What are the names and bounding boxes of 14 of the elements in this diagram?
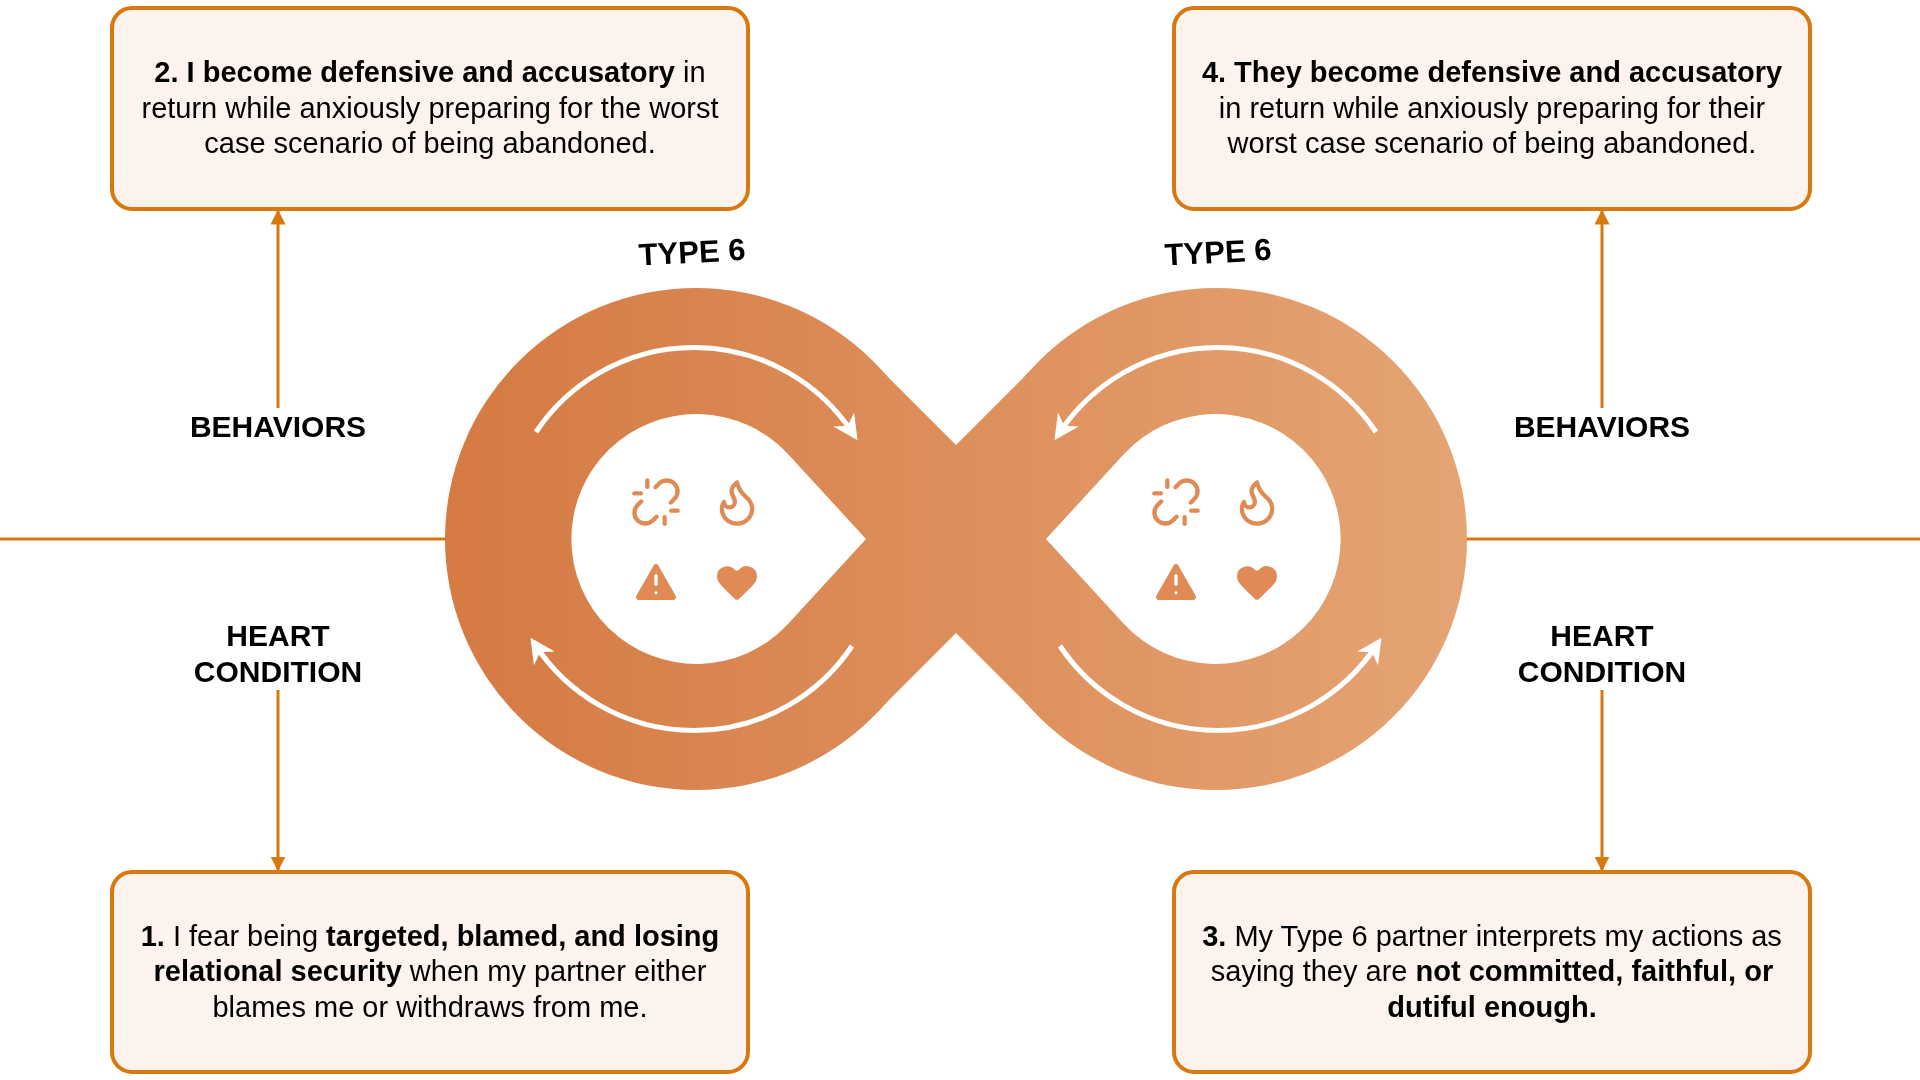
text-card: 3. My Type 6 partner interprets my actions as saying they are not committed, faithful, or dutiful enough. xyxy=(1172,870,1812,1074)
section-heading: BEHAVIORS xyxy=(1487,408,1717,446)
arrow xyxy=(1594,690,1610,872)
section-heading: BEHAVIORS xyxy=(163,408,393,446)
section-heading: HEART CONDITION xyxy=(1487,618,1717,690)
arrow xyxy=(1594,209,1610,408)
text-card: 2. I become defensive and accusatory in return while anxiously preparing for the worst case scenario of being abandoned. xyxy=(110,6,750,211)
section-heading: HEART CONDITION xyxy=(163,618,393,690)
type-label: TYPE 6 xyxy=(637,231,747,275)
text-card: 1. I fear being targeted, blamed, and losing relational security when my partner either blames me or withdraws from me. xyxy=(110,870,750,1074)
text-card: 4. They become defensive and accusatory in return while anxiously preparing for their worst case scenario of being abandoned. xyxy=(1172,6,1812,211)
arrow xyxy=(270,690,286,872)
arrow xyxy=(270,209,286,408)
type-label: TYPE 6 xyxy=(1163,231,1273,275)
